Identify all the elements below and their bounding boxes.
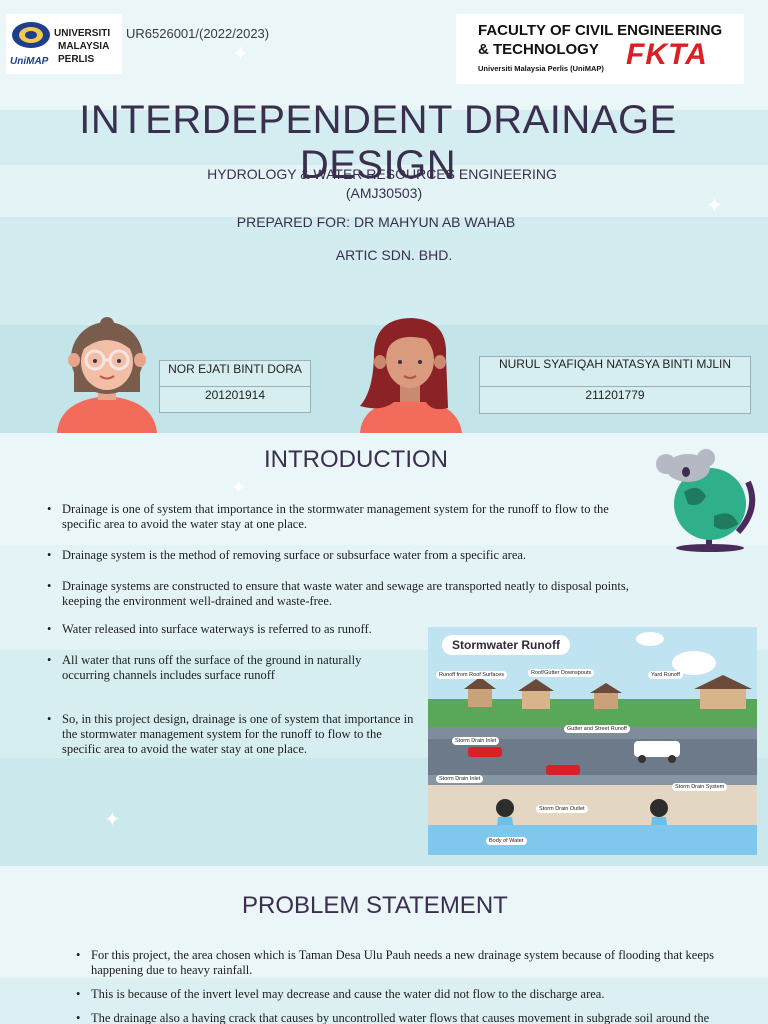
unimap-logo: UNIVERSITI MALAYSIA PERLIS UniMAP — [6, 14, 122, 74]
member-2-name: NURUL SYAFIQAH NATASYA BINTI MJLIN — [498, 357, 732, 371]
member-1-name: NOR EJATI BINTI DORA — [168, 362, 302, 376]
problem-heading: PROBLEM STATEMENT — [242, 892, 508, 919]
unimap-logo-badge: UniMAP — [10, 56, 49, 67]
unimap-logo-line1: UNIVERSITI — [54, 28, 111, 39]
stormwater-scene — [428, 627, 757, 855]
list-item: Water released into surface waterways is… — [47, 622, 422, 637]
member-1-id: 201201914 — [204, 388, 266, 402]
star-icon: ✦ — [232, 43, 249, 65]
faculty-logo-brand: FKTA — [626, 38, 708, 71]
list-item: Drainage systems are constructed to ensu… — [47, 579, 662, 609]
list-item: All water that runs off the surface of t… — [47, 653, 402, 683]
koala-globe-illustration — [656, 449, 756, 552]
diagram-title: Stormwater Runoff — [442, 635, 570, 655]
bg-band-title — [0, 110, 768, 165]
stormwater-diagram: Stormwater Runoff Runoff from Roof Surfa… — [428, 627, 757, 855]
list-item: So, in this project design, drainage is … — [47, 712, 422, 757]
course-code: UR6526001/(2022/2023) — [126, 26, 270, 41]
star-icon: ✦ — [706, 195, 723, 217]
list-item: The drainage also a having crack that ca… — [76, 1011, 741, 1024]
label-inlet-2: Storm Drain Inlet — [436, 775, 484, 783]
label-yard: Yard Runoff — [648, 671, 683, 679]
list-item: Drainage is one of system that importanc… — [47, 502, 634, 532]
list-item: This is because of the invert level may … — [76, 987, 741, 1002]
avatar-member-2 — [360, 318, 462, 433]
subject-code: (AMJ30503) — [345, 185, 423, 201]
member-1-id-box: 201201914 — [159, 386, 311, 413]
faculty-logo-sub: Universiti Malaysia Perlis (UniMAP) — [478, 64, 604, 73]
unimap-emblem-icon — [12, 22, 50, 48]
list-item: For this project, the area chosen which … — [76, 948, 741, 978]
bg-band-prepared — [0, 217, 768, 325]
unimap-logo-line2: MALAYSIA — [58, 41, 110, 52]
bg-band-sub — [0, 165, 768, 217]
faculty-logo-line1: FACULTY OF CIVIL ENGINEERING — [478, 22, 723, 39]
label-downspouts: Roof/Gutter Downspouts — [528, 669, 595, 677]
faculty-logo-line2: & TECHNOLOGY — [478, 41, 599, 58]
company-name: ARTIC SDN. BHD. — [335, 247, 453, 263]
avatar-member-1 — [57, 317, 157, 433]
introduction-heading: INTRODUCTION — [264, 446, 448, 473]
member-1-name-box: NOR EJATI BINTI DORA — [159, 360, 311, 387]
member-2-id: 211201779 — [585, 388, 645, 402]
unimap-logo-line3: PERLIS — [58, 54, 95, 65]
label-system: Storm Drain System — [672, 783, 728, 791]
star-icon: ✦ — [230, 477, 247, 499]
label-inlet-1: Storm Drain Inlet — [452, 737, 500, 745]
page-title: INTERDEPENDENT DRAINAGE DESIGN — [79, 98, 677, 187]
label-gutter: Gutter and Street Runoff — [564, 725, 630, 733]
member-2-id-box: 211201779 — [479, 386, 751, 414]
subject-name: HYDROLOGY & WATER RESOURCES ENGINEERING — [207, 166, 557, 182]
label-roof: Runoff from Roof Surfaces — [436, 671, 508, 679]
label-outlet: Storm Drain Outlet — [536, 805, 588, 813]
list-item: Drainage system is the method of removin… — [47, 548, 662, 563]
faculty-logo: FACULTY OF CIVIL ENGINEERING & TECHNOLOG… — [456, 14, 744, 84]
star-icon: ✦ — [104, 809, 121, 831]
label-body: Body of Water — [486, 837, 527, 845]
prepared-for: PREPARED FOR: DR MAHYUN AB WAHAB — [236, 214, 516, 230]
member-2-name-box: NURUL SYAFIQAH NATASYA BINTI MJLIN — [479, 356, 751, 387]
